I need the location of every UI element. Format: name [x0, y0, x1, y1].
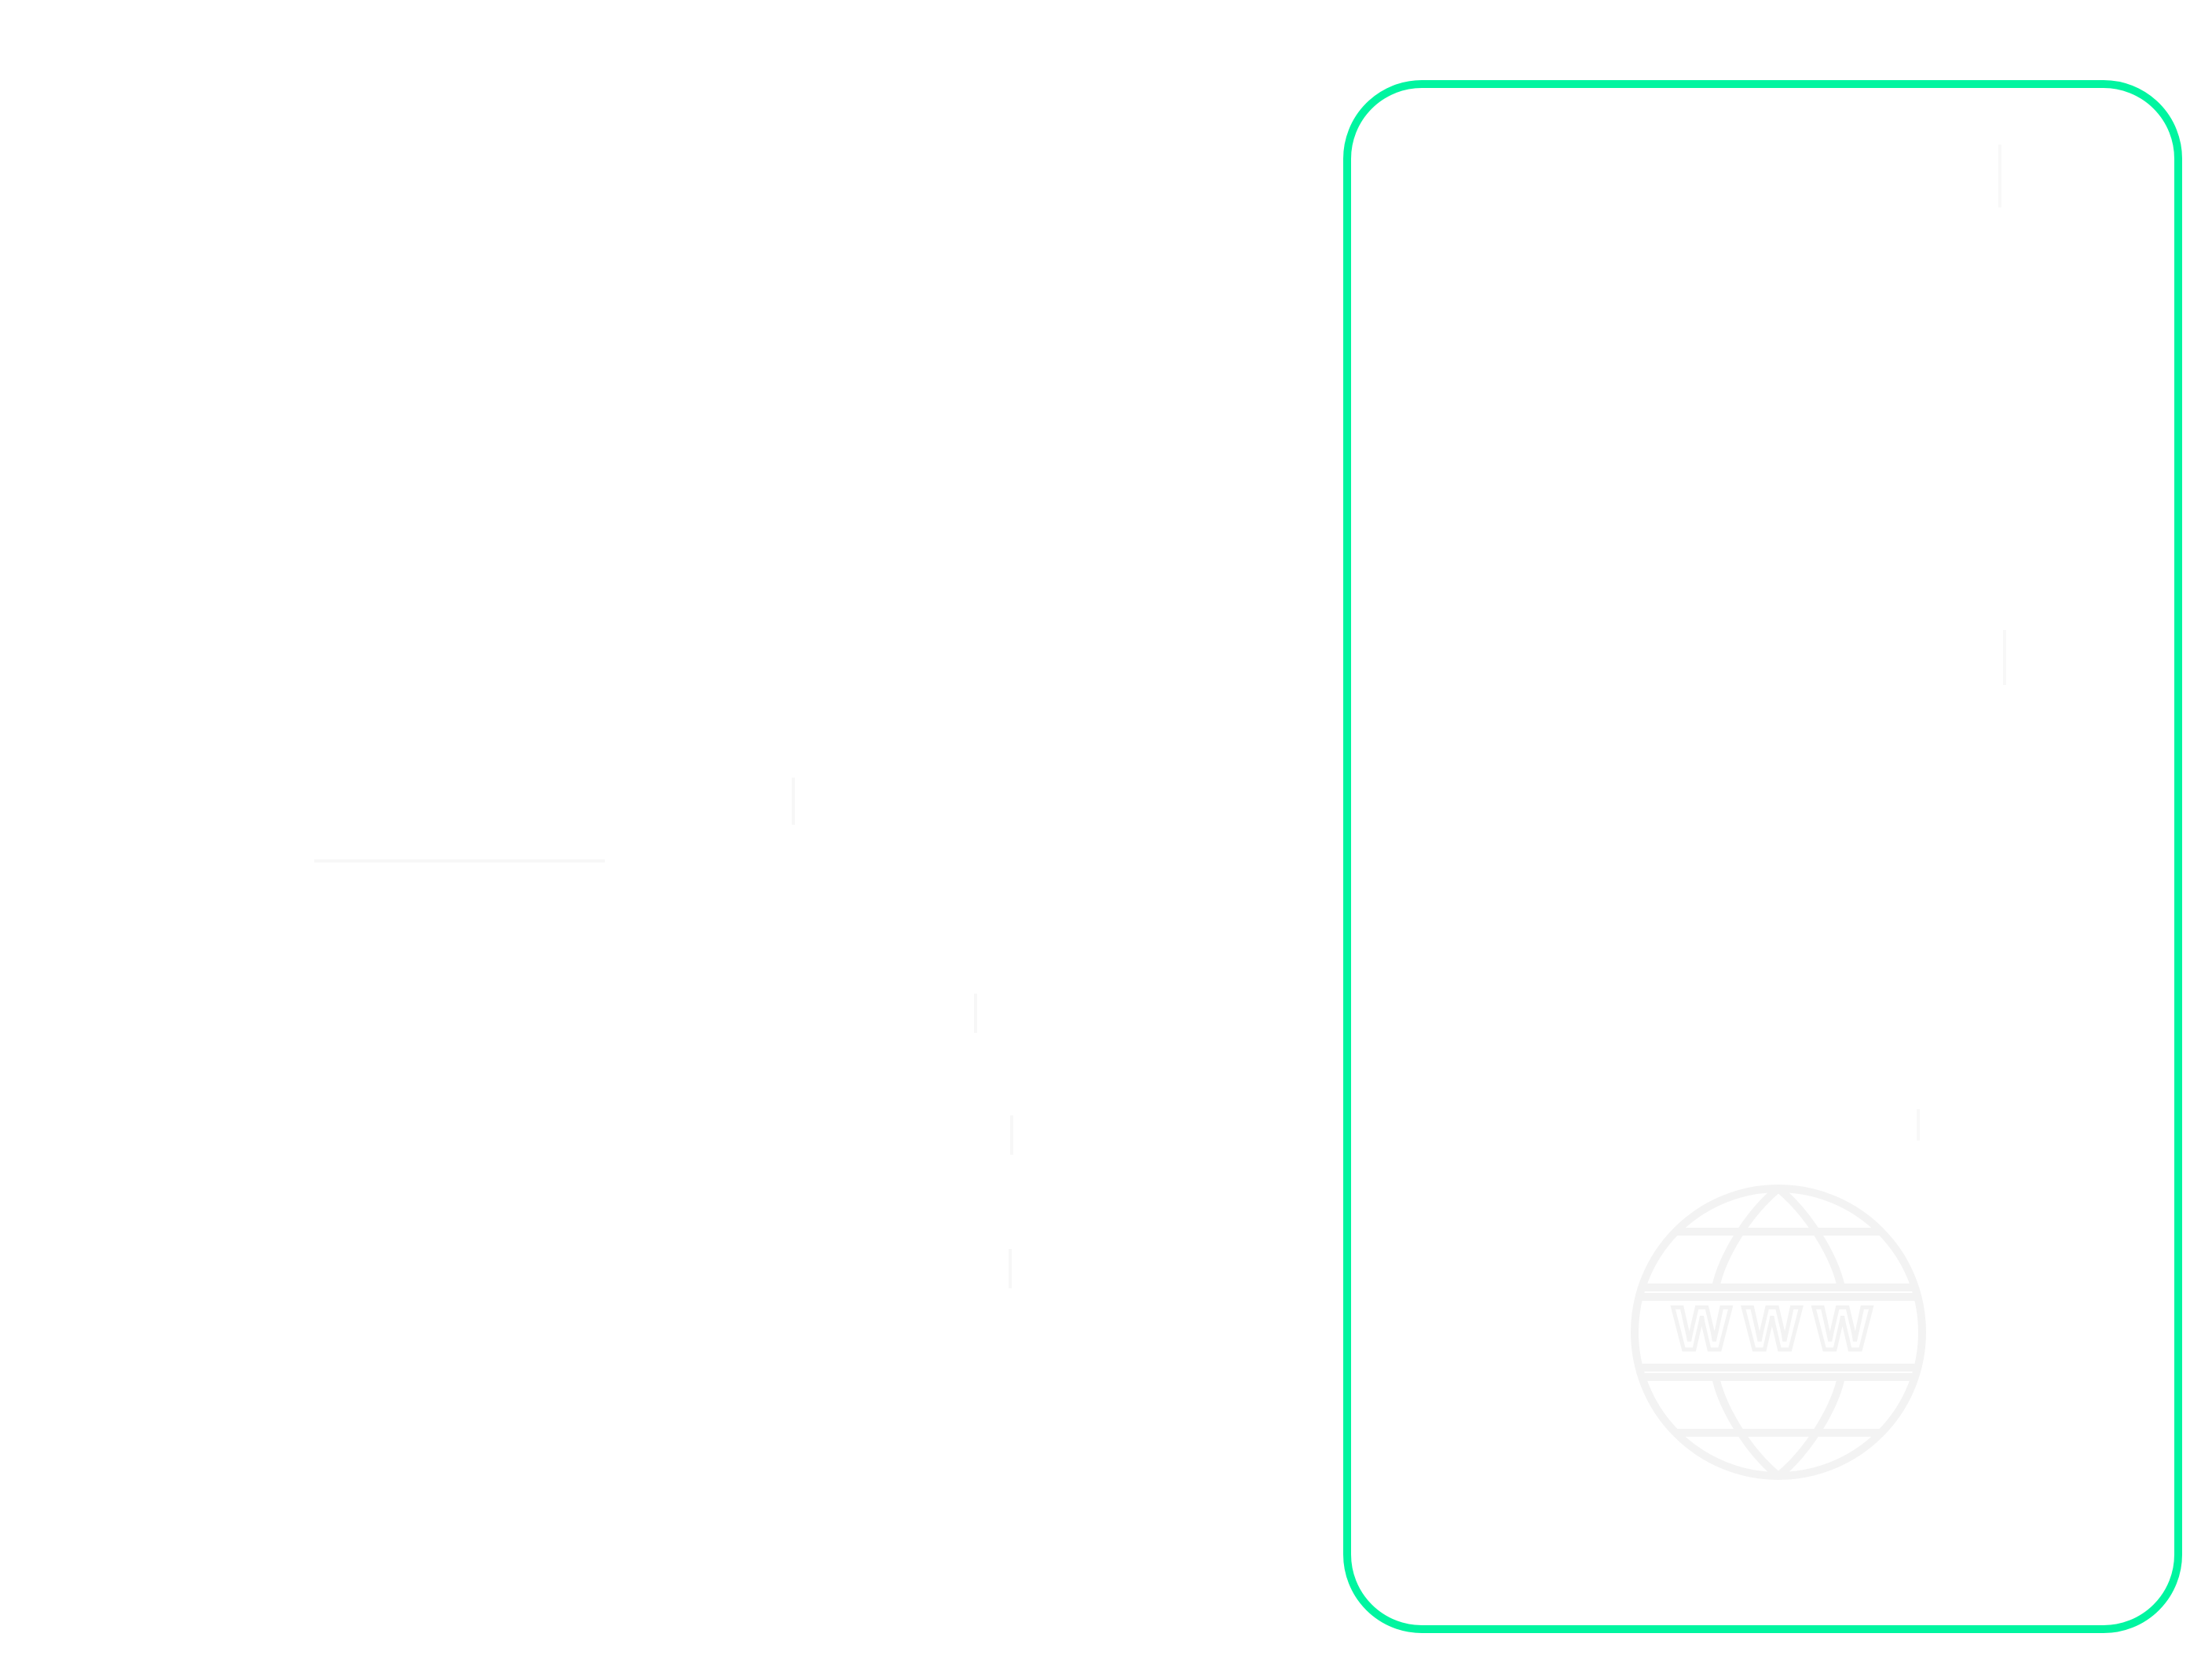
ghost-mark: [1010, 1115, 1013, 1155]
ghost-mark: [1998, 145, 2001, 207]
www-globe-icon: [1631, 1185, 1926, 1480]
ghost-mark: [792, 778, 795, 825]
phone-frame: [1343, 80, 2182, 1633]
ghost-mark: [1009, 1249, 1012, 1288]
ghost-mark: [1917, 1109, 1920, 1141]
ghost-mark: [2003, 630, 2006, 685]
ghost-mark: [974, 994, 977, 1033]
ghost-underline: [314, 859, 605, 862]
